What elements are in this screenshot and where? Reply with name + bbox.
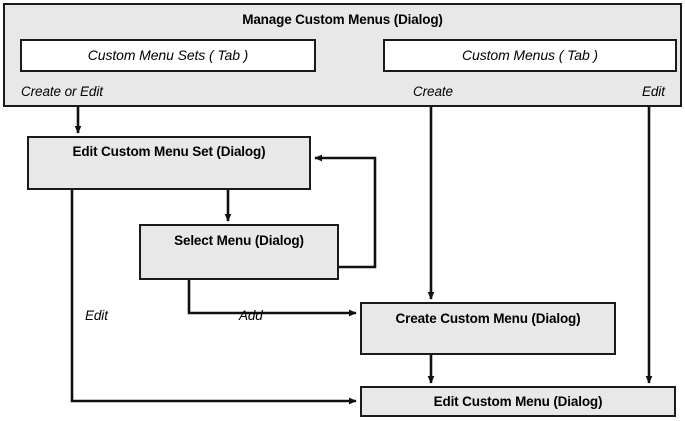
edit-custom-menu-set-dialog: Edit Custom Menu Set (Dialog) Edit Add bbox=[27, 136, 311, 323]
tab-custom-menus[interactable]: Custom Menus ( Tab ) bbox=[383, 39, 677, 72]
edit-custom-menu-set-title: Edit Custom Menu Set (Dialog) bbox=[72, 144, 266, 159]
action-edit: Edit bbox=[642, 84, 665, 99]
create-custom-menu-dialog: Create Custom Menu (Dialog) OK bbox=[360, 302, 616, 355]
create-custom-menu-title: Create Custom Menu (Dialog) bbox=[395, 311, 581, 326]
action-edit-set: Edit bbox=[85, 308, 108, 323]
action-create-or-edit: Create or Edit bbox=[21, 84, 103, 99]
tab-custom-menu-sets[interactable]: Custom Menu Sets ( Tab ) bbox=[20, 39, 316, 72]
edge-edit-set-to-edit-custom-menu bbox=[70, 190, 357, 405]
action-create: Create bbox=[413, 84, 453, 99]
manage-custom-menus-dialog: Manage Custom Menus (Dialog) Custom Menu… bbox=[3, 3, 682, 107]
edit-custom-menu-dialog: Edit Custom Menu (Dialog) bbox=[360, 386, 676, 417]
edit-custom-menu-title: Edit Custom Menu (Dialog) bbox=[433, 394, 603, 409]
select-menu-dialog: Select Menu (Dialog) + (Create) Select bbox=[139, 224, 339, 280]
action-add: Add bbox=[239, 308, 263, 323]
manage-custom-menus-title: Manage Custom Menus (Dialog) bbox=[242, 12, 443, 27]
tab-custom-menu-sets-label: Custom Menu Sets ( Tab ) bbox=[87, 47, 249, 63]
tab-custom-menus-label: Custom Menus ( Tab ) bbox=[462, 47, 598, 63]
edge-create-plus-to-create-custom-menu bbox=[187, 280, 357, 317]
select-menu-title: Select Menu (Dialog) bbox=[174, 233, 304, 248]
